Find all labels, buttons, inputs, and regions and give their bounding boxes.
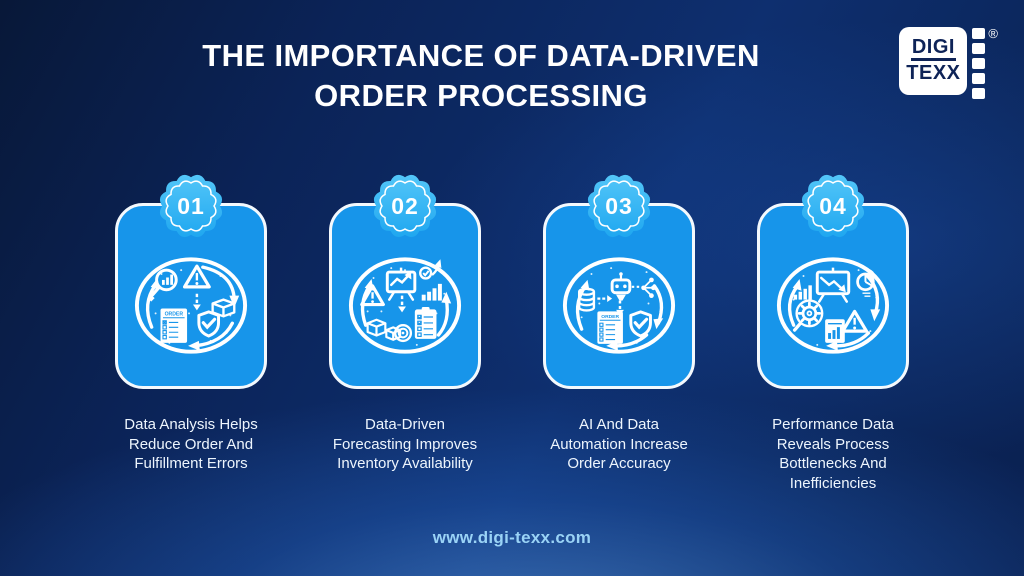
step-number: 04 — [819, 192, 847, 219]
check-circle-arrow-icon — [419, 259, 442, 280]
card-02-caption: Data-Driven Forecasting Improves Invento… — [332, 416, 478, 472]
card-04: 04 — [757, 174, 909, 389]
step-number: 02 — [391, 192, 419, 219]
digitexx-logo: DIGI TEXX ® — [899, 27, 998, 99]
bar-chart-icon — [793, 285, 812, 300]
order-error-analysis-cycle-icon: ORDER — [132, 254, 250, 357]
step-number: 01 — [177, 192, 205, 219]
scallop-badge-icon — [801, 174, 865, 238]
badge-03: 03 — [579, 166, 659, 246]
card-column-3: 03 — [543, 174, 695, 493]
card-02: 02 — [329, 174, 481, 389]
gear-magnifier-icon — [792, 299, 824, 332]
clipboard-checklist-icon — [414, 306, 437, 339]
presentation-growth-chart-icon — [385, 267, 417, 301]
card-column-1: 01 — [115, 174, 267, 493]
warning-triangle-icon — [360, 284, 385, 307]
card-column-2: 02 — [329, 174, 481, 493]
order-checklist-icon: ORDER — [597, 311, 623, 344]
magnifier-chart-icon — [147, 268, 178, 302]
card-01: 01 — [115, 174, 267, 389]
page-title-line2: ORDER PROCESSING — [314, 78, 648, 113]
card-column-4: 04 — [757, 174, 909, 493]
pie-chart-icon — [856, 269, 876, 297]
warning-triangle-icon — [182, 264, 211, 289]
badge-02: 02 — [365, 166, 445, 246]
shield-check-icon — [629, 310, 652, 338]
forecasting-inventory-cycle-icon — [346, 254, 464, 357]
report-chart-icon — [825, 319, 845, 343]
card-03: 03 — [543, 174, 695, 389]
badge-04: 04 — [793, 166, 873, 246]
page-title: THE IMPORTANCE OF DATA-DRIVEN ORDER PROC… — [0, 36, 962, 116]
performance-bottleneck-cycle-icon — [774, 254, 892, 357]
svg-text:ORDER: ORDER — [601, 314, 619, 320]
badge-01: 01 — [151, 166, 231, 246]
registered-trademark-symbol: ® — [988, 26, 998, 41]
warning-triangle-icon — [841, 309, 869, 333]
scallop-badge-icon — [159, 174, 223, 238]
logo-word-texx: TEXX — [906, 62, 961, 85]
target-icon — [393, 323, 413, 343]
ai-automation-order-cycle-icon: ORDER — [560, 254, 678, 357]
film-strip-icon — [972, 27, 986, 99]
page-title-line1: THE IMPORTANCE OF DATA-DRIVEN — [202, 38, 760, 73]
svg-text:ORDER: ORDER — [165, 311, 184, 317]
order-checklist-icon: ORDER — [160, 308, 188, 343]
digitexx-logo-box: DIGI TEXX — [899, 27, 968, 95]
card-01-caption: Data Analysis Helps Reduce Order And Ful… — [124, 416, 258, 472]
step-number: 03 — [605, 192, 633, 219]
shield-check-icon — [197, 310, 221, 338]
cycle-arrows-icon — [145, 265, 236, 348]
scallop-badge-icon — [587, 174, 651, 238]
inventory-boxes-icon — [366, 318, 402, 341]
card-03-caption: AI And Data Automation Increase Order Ac… — [550, 416, 688, 472]
presentation-decline-chart-icon — [815, 267, 851, 303]
bar-chart-icon — [421, 283, 442, 301]
scallop-badge-icon — [373, 174, 437, 238]
cards-row: 01 — [0, 174, 1024, 493]
database-icon — [577, 287, 596, 312]
website-link[interactable]: www.digi-texx.com — [432, 528, 592, 547]
network-nodes-icon — [641, 277, 656, 299]
card-04-caption: Performance Data Reveals Process Bottlen… — [772, 416, 894, 492]
logo-word-digi: DIGI — [910, 36, 956, 62]
robot-head-icon — [610, 272, 632, 301]
